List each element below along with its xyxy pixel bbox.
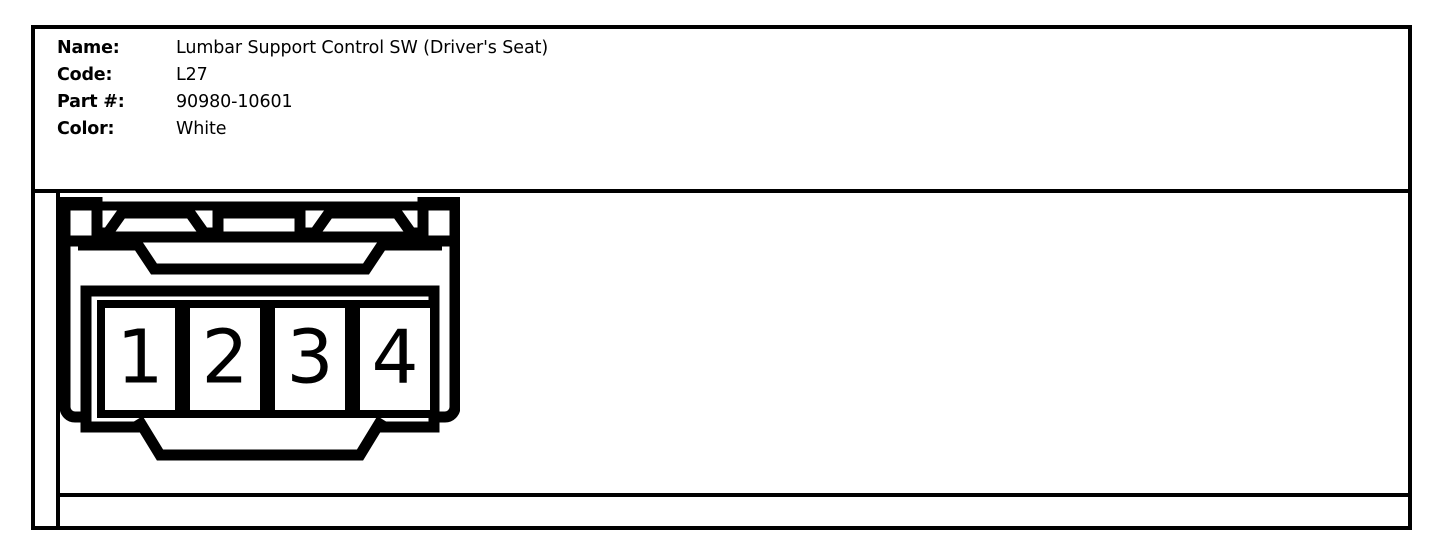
specification-list: Name: Lumbar Support Control SW (Driver'… bbox=[57, 38, 1257, 146]
diagram-left-rail bbox=[56, 193, 60, 530]
connector-info-card: Name: Lumbar Support Control SW (Driver'… bbox=[31, 25, 1412, 530]
spec-label-color: Color: bbox=[57, 119, 115, 139]
header-divider bbox=[35, 189, 1408, 193]
connector-top-tab-2 bbox=[212, 207, 306, 243]
pin-label-4: 4 bbox=[371, 315, 418, 401]
connector-upper-lip bbox=[78, 239, 442, 275]
connector-bottom-tab bbox=[133, 416, 387, 461]
spec-row-color: Color: White bbox=[57, 119, 1257, 146]
pin-label-1: 1 bbox=[116, 315, 163, 401]
pin-cavity-3 bbox=[267, 300, 353, 418]
connector-top-tab-1 bbox=[94, 207, 218, 243]
spec-row-part-number: Part #: 90980-10601 bbox=[57, 92, 1257, 119]
pin-cavity-2 bbox=[182, 300, 268, 418]
connector-illustration: 1 2 3 4 bbox=[60, 197, 460, 461]
spec-value-name: Lumbar Support Control SW (Driver's Seat… bbox=[176, 38, 549, 58]
connector-diagram: 1 2 3 4 bbox=[60, 197, 460, 493]
pin-label-3: 3 bbox=[286, 315, 333, 401]
spec-value-part-number: 90980-10601 bbox=[176, 92, 293, 112]
spec-row-name: Name: Lumbar Support Control SW (Driver'… bbox=[57, 38, 1257, 65]
lower-divider bbox=[60, 493, 1408, 497]
spec-label-code: Code: bbox=[57, 65, 113, 85]
pin-cavity-1 bbox=[97, 300, 183, 418]
connector-top-tab-3 bbox=[301, 207, 425, 243]
pin-cavity-4 bbox=[352, 300, 438, 418]
spec-value-code: L27 bbox=[176, 65, 208, 85]
spec-value-color: White bbox=[176, 119, 227, 139]
pin-label-2: 2 bbox=[201, 315, 248, 401]
spec-row-code: Code: L27 bbox=[57, 65, 1257, 92]
spec-label-part-number: Part #: bbox=[57, 92, 125, 112]
spec-label-name: Name: bbox=[57, 38, 120, 58]
